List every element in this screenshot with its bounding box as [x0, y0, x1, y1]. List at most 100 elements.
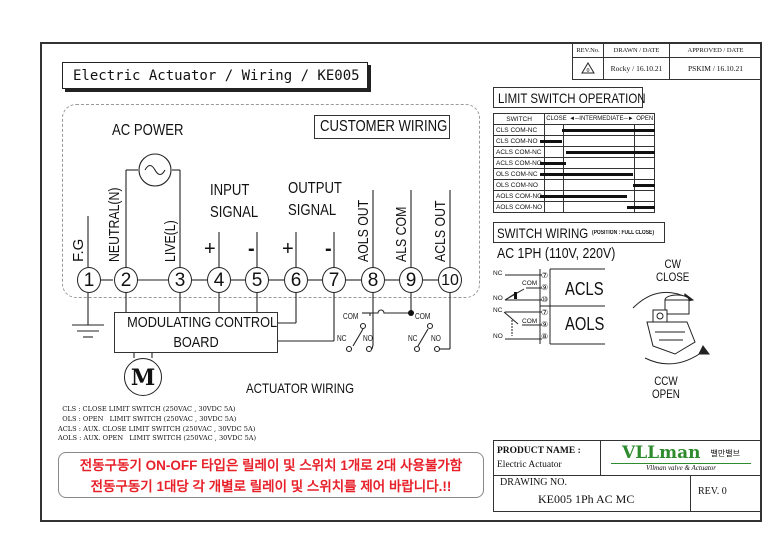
ac-power-label: AC POWER: [112, 122, 184, 139]
note: AOLS : AUX. OPEN LIMIT SWITCH (250VAC , …: [58, 434, 257, 443]
output-plus: +: [282, 238, 294, 260]
logo-korean: 밸만밸브: [710, 449, 740, 458]
terminal-label-fg: F.G: [70, 238, 87, 262]
switch-name: ACLS COM-NO: [492, 157, 546, 169]
switch-wiring-title-box: SWITCH WIRING(POSITION : FULL CLOSE): [493, 222, 665, 243]
terminal-5: 5: [245, 267, 269, 293]
product-name: Electric Actuator: [497, 460, 562, 470]
switch-bar-track: [540, 136, 655, 147]
switch-name: ACLS COM-NC: [492, 146, 546, 158]
switch-wiring-diagram: [503, 268, 605, 345]
title-block-divider: [494, 475, 761, 476]
drawn-value: Rocky / 16.10.21: [603, 57, 670, 80]
limit-switch-row: AOLS COM-NC: [492, 190, 656, 202]
output-minus: -: [325, 238, 332, 260]
rev-number: 0: [587, 68, 590, 74]
title-block: PRODUCT NAME : Electric Actuator VLLman 밸…: [493, 440, 762, 512]
switch-name: AOLS COM-NC: [492, 190, 546, 202]
switch-name: OLS COM-NO: [492, 179, 546, 191]
terminal-8: 8: [361, 267, 385, 293]
switch-bar-track: [540, 202, 655, 213]
switch-on-bar: [540, 173, 634, 176]
terminal-label-acls-out: ACLS OUT: [432, 200, 449, 262]
switch-bar-track: [540, 180, 655, 191]
lst-header-switch: SWITCH: [492, 113, 546, 125]
terminal-7: 7: [322, 267, 346, 293]
logo-subtitle: Vllman valve & Actuator: [611, 463, 751, 473]
aols-com: COM: [522, 318, 538, 325]
switch-name: CLS COM-NO: [492, 135, 546, 147]
acls-label: ACLS: [565, 279, 604, 299]
customer-wiring-area: [62, 104, 480, 298]
switch-on-bar: [566, 151, 655, 154]
logo: VLLman 밸만밸브 Vllman valve & Actuator: [601, 441, 761, 475]
switch-on-bar: [540, 195, 628, 198]
title-block-divider: [690, 475, 691, 511]
limit-switch-title-box: LIMIT SWITCH OPERATION: [493, 87, 646, 108]
lst-header-close: CLOSE: [546, 116, 567, 122]
terminal-4: 4: [207, 267, 231, 293]
supply-label: AC 1PH (110V, 220V): [497, 245, 616, 262]
acls-no: NO: [493, 295, 503, 302]
limit-switch-row: CLS COM-NC: [492, 124, 656, 136]
switch-bar-track: [540, 125, 655, 136]
motor-symbol: M: [124, 358, 162, 396]
note: OLS : OPEN LIMIT SWITCH (250VAC , 30VDC …: [58, 414, 237, 423]
warning-line: 전동구동기 1대당 각 개별로 릴레이 및 스위치를 제어 바랍니다.!!: [90, 479, 452, 494]
terminal-6: 6: [284, 267, 308, 293]
terminal-2: 2: [114, 267, 138, 293]
switch-bar-track: [540, 169, 655, 180]
switch-name: AOLS COM-NO: [492, 201, 546, 213]
terminal-label-als-com: ALS COM: [393, 206, 410, 262]
lst-header-positions: CLOSE◄─INTERMEDIATE─►OPEN: [544, 113, 656, 125]
input-plus: +: [204, 238, 216, 260]
limit-switch-title: LIMIT SWITCH OPERATION: [498, 90, 646, 106]
switch-name: OLS COM-NC: [492, 168, 546, 180]
acls-nc: NC: [493, 270, 503, 277]
lst-header-intermediate: INTERMEDIATE: [579, 116, 624, 122]
switch2-nc: NC: [408, 334, 418, 343]
terminal-label-aols-out: AOLS OUT: [355, 199, 372, 262]
terminal-1: 1: [77, 267, 101, 293]
switch-bar-track: [540, 191, 655, 202]
note: ACLS : AUX. CLOSE LIMIT SWITCH (250VAC ,…: [58, 424, 256, 433]
limit-switch-row: AOLS COM-NO: [492, 201, 656, 213]
switch-name: CLS COM-NC: [492, 124, 546, 136]
drawing-frame: [40, 42, 762, 522]
switch1-com: COM: [343, 312, 359, 321]
switch-on-bar: [561, 129, 655, 132]
terminal-9: 9: [399, 267, 423, 293]
terminal-3: 3: [168, 267, 192, 293]
switch-wiring-title: SWITCH WIRING: [497, 225, 589, 241]
approved-value: PSKIM / 16.10.21: [669, 57, 762, 80]
customer-wiring-box: CUSTOMER WIRING: [314, 115, 450, 139]
terminal-label-neutral: NEUTRAL(N): [106, 187, 123, 262]
switch-on-bar: [627, 206, 655, 209]
product-label: PRODUCT NAME :: [497, 446, 581, 456]
switch-bar-track: [540, 147, 655, 158]
limit-switch-table: SWITCH CLOSE◄─INTERMEDIATE─►OPEN CLS COM…: [492, 113, 656, 213]
switch1-nc: NC: [337, 334, 347, 343]
terminal-10: 10: [438, 267, 462, 293]
switch2-com: COM: [415, 312, 431, 321]
lst-header-open: OPEN: [636, 116, 654, 122]
aols-nc: NC: [493, 307, 503, 314]
actuator-wiring-label: ACTUATOR WIRING: [246, 380, 354, 396]
switch-bar-track: [540, 158, 655, 169]
acls-com: COM: [522, 280, 538, 287]
switch2-no: NO: [431, 334, 441, 343]
rev-label: REV. 0: [698, 486, 727, 497]
switch1-no: NO: [363, 334, 373, 343]
aols-no: NO: [493, 333, 503, 340]
drawing-title: Electric Actuator / Wiring / KE005: [62, 62, 368, 89]
aols-label: AOLS: [565, 314, 605, 334]
logo-text: VLLman: [622, 443, 701, 463]
